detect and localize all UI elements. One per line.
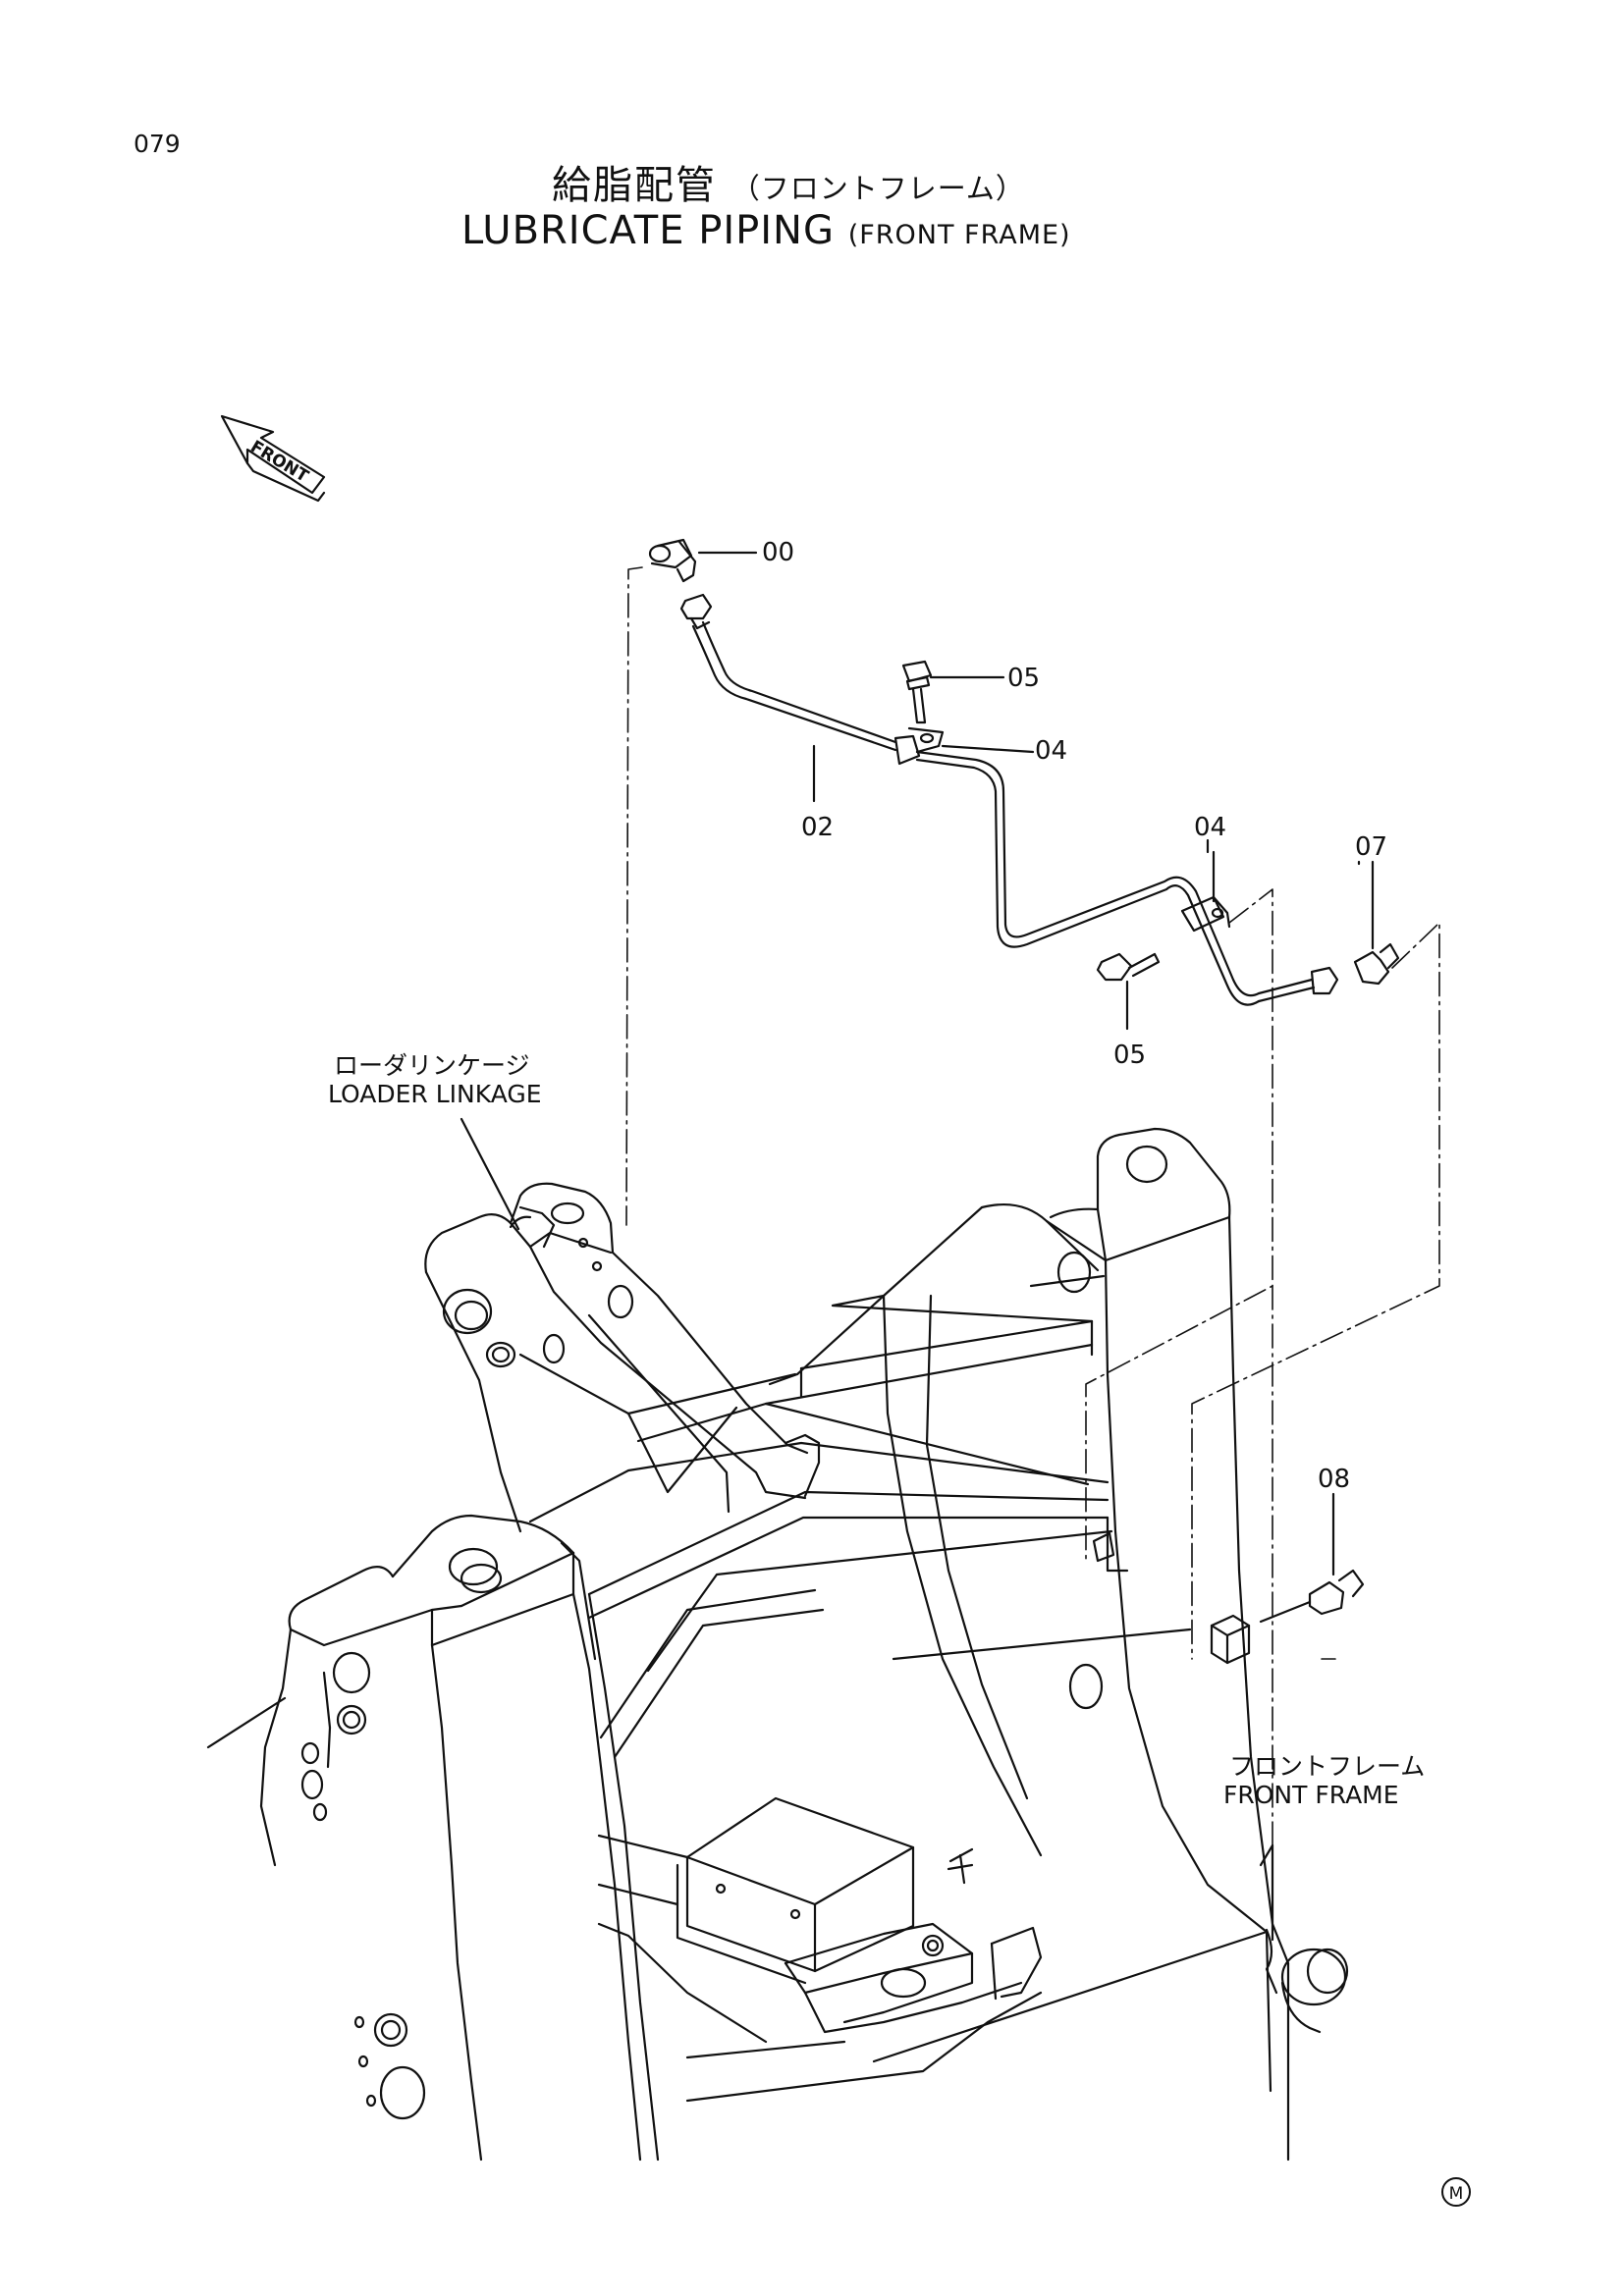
callout-08: 08	[1318, 1465, 1351, 1494]
elbow-fitting-00	[648, 538, 697, 583]
front-arrow-label: FRONT	[246, 437, 311, 487]
title-english: LUBRICATE PIPING (FRONT FRAME)	[461, 208, 1071, 253]
label-front-frame-en: FRONT FRAME	[1223, 1781, 1399, 1809]
clamp-04-upper	[893, 726, 945, 766]
bolt-05-upper	[901, 660, 1005, 724]
bolt-05-lower	[1096, 952, 1161, 1031]
label-front-frame-ja: フロントフレーム	[1229, 1752, 1426, 1781]
loader-linkage	[424, 1182, 821, 1533]
title-ja-main: 給脂配管	[552, 163, 717, 208]
callout-leader-lines	[460, 838, 1361, 1942]
label-loader-linkage-ja: ローダリンケージ	[334, 1051, 530, 1080]
assembly-leader-lines	[625, 566, 1440, 1846]
callout-04-upper: 04	[1035, 736, 1068, 766]
hose-nut	[679, 593, 713, 630]
callout-00: 00	[762, 538, 795, 567]
front-direction-arrow: FRONT	[220, 414, 326, 503]
boss-block	[1092, 1531, 1251, 1665]
callout-05-upper: 05	[1007, 664, 1041, 693]
grease-fitting-07	[1353, 860, 1400, 986]
clamp-04-lower	[1180, 850, 1231, 933]
page-number: 079	[134, 130, 181, 158]
callout-02: 02	[801, 813, 835, 842]
grease-fitting-08	[1259, 1492, 1365, 1624]
title-ja-subtitle: （フロントフレーム）	[731, 172, 1025, 205]
front-frame	[206, 1127, 1349, 2162]
callout-05-lower: 05	[1113, 1041, 1147, 1070]
page-mark-circled: M	[1441, 2177, 1471, 2207]
callout-04-lower: 04	[1194, 813, 1227, 842]
label-loader-linkage-en: LOADER LINKAGE	[328, 1080, 542, 1108]
straight-pipe-07	[1257, 966, 1339, 1003]
lube-tube-02	[691, 620, 1261, 1006]
title-en-main: LUBRICATE PIPING	[461, 208, 835, 253]
title-japanese: 給脂配管 （フロントフレーム）	[552, 153, 1025, 210]
callout-07: 07	[1355, 832, 1388, 862]
title-en-subtitle: (FRONT FRAME)	[847, 220, 1071, 250]
